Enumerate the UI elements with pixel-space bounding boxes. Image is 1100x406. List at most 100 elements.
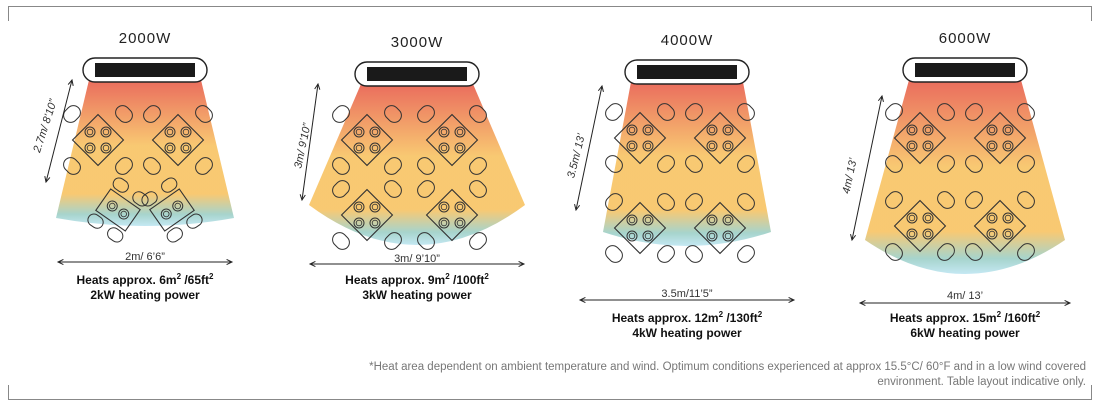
plate-icon (906, 212, 918, 224)
plate-icon (626, 230, 638, 242)
plate-inner-icon (182, 144, 190, 152)
plate-icon (986, 124, 998, 136)
plate-icon (164, 142, 176, 154)
plate-icon (706, 140, 718, 152)
chair-icon (143, 157, 161, 175)
plate-icon (438, 217, 450, 229)
plate-inner-icon (724, 126, 732, 134)
heat-beam (603, 82, 771, 246)
plate-icon (164, 126, 176, 138)
heat-coverage-graphic (44, 57, 234, 266)
chair-icon (885, 191, 903, 209)
dimension-arrow-icon (575, 85, 603, 211)
plate-icon (706, 230, 718, 242)
plate-inner-icon (644, 216, 652, 224)
chair-icon (657, 193, 675, 211)
heater-element (367, 67, 467, 81)
plate-icon (353, 126, 365, 138)
footnote-line-2: environment. Table layout indicative onl… (877, 376, 1086, 388)
chair-icon (63, 105, 81, 123)
chair-icon (965, 191, 983, 209)
chair-icon (115, 105, 133, 123)
chair-icon (166, 227, 183, 243)
plate-inner-icon (440, 144, 448, 152)
plate-icon (160, 208, 172, 220)
heats-text-imperial: /130ft (723, 311, 758, 325)
heats-sup-imperial: 2 (1035, 310, 1041, 319)
plate-icon (642, 214, 654, 226)
plate-icon (84, 142, 96, 154)
plate-inner-icon (371, 219, 379, 227)
table-icon (63, 105, 133, 175)
heating-area-label: Heats approx. 9m2 /100ft2 (282, 272, 552, 287)
footnote: *Heat area dependent on ambient temperat… (126, 360, 1086, 390)
chair-icon (384, 157, 402, 175)
heats-sup-imperial: 2 (209, 272, 214, 281)
table-icon (141, 177, 203, 243)
table-top (151, 113, 205, 167)
chair-icon (605, 193, 623, 211)
frame-bottom-border (8, 385, 1092, 400)
table-top (340, 113, 394, 167)
chair-icon (417, 157, 435, 175)
chair-icon (885, 243, 903, 261)
heat-beam (56, 80, 234, 226)
plate-inner-icon (644, 232, 652, 240)
plate-icon (369, 126, 381, 138)
plate-inner-icon (456, 219, 464, 227)
heats-text-imperial: /100ft (449, 273, 485, 287)
chair-icon (417, 180, 435, 198)
plate-icon (922, 140, 934, 152)
chair-icon (332, 232, 350, 250)
plate-icon (722, 230, 734, 242)
plate-inner-icon (86, 128, 94, 136)
chair-icon (141, 191, 158, 207)
chair-icon (63, 157, 81, 175)
plate-inner-icon (708, 142, 716, 150)
table-top (613, 111, 667, 165)
plate-inner-icon (371, 128, 379, 136)
plate-inner-icon (182, 128, 190, 136)
table-icon (87, 177, 149, 243)
plate-inner-icon (174, 202, 181, 210)
arrow-head (788, 296, 796, 304)
plate-icon (626, 214, 638, 226)
chair-icon (1017, 243, 1035, 261)
wattage-label: 6000W (938, 30, 992, 47)
chair-icon (737, 193, 755, 211)
chair-icon (737, 245, 755, 263)
plate-icon (1002, 228, 1014, 240)
width-dimension-label: 3m/ 9’10” (394, 253, 440, 265)
chair-icon (384, 105, 402, 123)
footnote-line-1: *Heat area dependent on ambient temperat… (369, 361, 1086, 373)
heating-area-label: Heats approx. 15m2 /160ft2 (830, 310, 1100, 325)
arrow-head (597, 84, 604, 92)
chair-icon (107, 227, 124, 243)
heats-text-metric: Heats approx. 15m (889, 311, 997, 325)
table-top (340, 188, 394, 242)
plate-inner-icon (355, 203, 363, 211)
heats-text-metric: Heats approx. 6m (76, 273, 177, 287)
arrow-head (299, 194, 306, 202)
arrow-head (44, 176, 51, 184)
table-top (893, 199, 947, 253)
plate-icon (438, 126, 450, 138)
arrow-head (56, 258, 64, 266)
plate-icon (906, 140, 918, 152)
table-icon (885, 191, 955, 261)
heats-text-metric: Heats approx. 12m (611, 311, 719, 325)
plate-icon (454, 142, 466, 154)
arrow-head (314, 82, 321, 90)
plate-inner-icon (440, 128, 448, 136)
plate-icon (986, 212, 998, 224)
table-icon (605, 193, 675, 263)
chair-icon (657, 155, 675, 173)
width-dimension-label: 3.5m/11’5” (661, 288, 713, 300)
heater-panel-6000w: 6000W 4m/ 13’ 4m/ 13’ Heats approx. 15m2… (830, 0, 1100, 406)
chair-icon (469, 180, 487, 198)
plate-icon (172, 200, 184, 212)
chair-icon (112, 177, 129, 193)
plate-inner-icon (120, 210, 127, 218)
heats-text-imperial: /160ft (1001, 311, 1036, 325)
